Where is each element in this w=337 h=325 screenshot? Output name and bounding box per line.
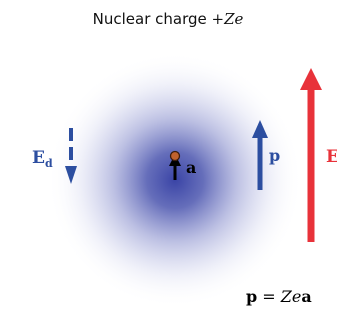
dipole-moment-arrow bbox=[252, 120, 268, 190]
displacement-label: a bbox=[186, 158, 196, 177]
external-field-label: E bbox=[326, 147, 337, 167]
external-field-arrow bbox=[300, 68, 322, 242]
dipole-moment-label: p bbox=[269, 146, 280, 165]
dipole-equation: p = Zea bbox=[246, 287, 312, 306]
nucleus bbox=[169, 150, 181, 162]
title: Nuclear charge +Ze bbox=[93, 10, 244, 28]
dipole-field-arrow bbox=[65, 128, 77, 184]
dipole-field-label: Ed bbox=[32, 148, 53, 170]
